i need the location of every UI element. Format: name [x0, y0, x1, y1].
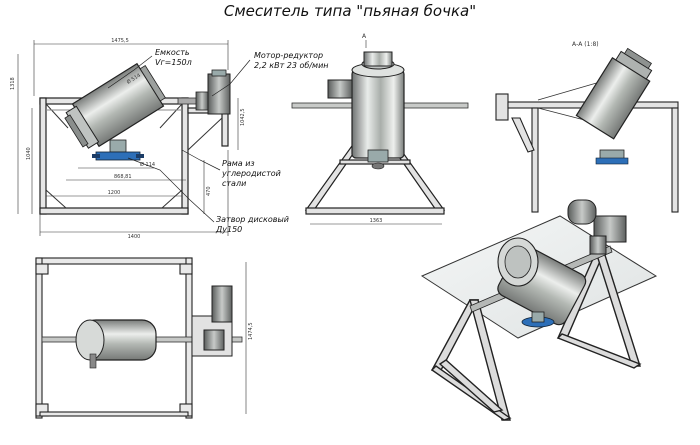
iso-motor — [567, 199, 627, 255]
iso-frame — [430, 251, 642, 421]
section-valve — [595, 149, 629, 165]
iso-barrel — [497, 237, 587, 326]
dim-base-total: 1400 — [128, 234, 141, 240]
label-valve-1: Затвор дисковый — [216, 215, 289, 224]
label-frame-1: Рама из — [222, 159, 255, 168]
front-motor — [207, 73, 231, 115]
front-barrel — [64, 62, 166, 149]
side-barrel — [327, 51, 405, 170]
front-valve — [92, 139, 144, 161]
label-motor-1: Мотор-редуктор — [254, 51, 323, 60]
dim-b: 868,81 — [114, 174, 132, 180]
label-valve-2: Ду150 — [215, 225, 242, 234]
label-capacity-2: Vг=150л — [155, 58, 192, 67]
section-barrel — [575, 47, 653, 140]
section-label: А-А (1:8) — [572, 41, 599, 48]
label-frame-3: стали — [222, 179, 246, 188]
dim-height: 1318 — [10, 77, 16, 90]
front-view: 1475,5 1318 1040 1042,5 470 Ø 514 Ø 114 … — [10, 38, 329, 240]
dim-plan-height: 1474,5 — [248, 323, 254, 341]
leader-lines — [107, 55, 251, 223]
dim-height-b: 1040 — [26, 147, 32, 160]
section-view: А-А (1:8) — [495, 41, 679, 213]
plan-view: 1474,5 — [35, 257, 254, 419]
plan-barrel — [75, 319, 157, 369]
label-capacity-1: Емкость — [155, 48, 190, 57]
dim-base: 1200 — [108, 190, 121, 196]
dim-height-d: 470 — [206, 186, 212, 196]
front-dimensions — [17, 40, 239, 236]
label-frame-2: углеродистой — [221, 169, 281, 178]
isometric-view — [420, 199, 658, 421]
side-dimensions — [310, 40, 442, 225]
label-motor-2: 2,2 кВт 23 об/мин — [254, 61, 329, 70]
iso-valve — [521, 311, 555, 328]
front-coupling — [195, 91, 209, 111]
side-view: А 1363 — [291, 33, 469, 225]
plan-motor — [191, 285, 233, 357]
dim-side-base: 1363 — [370, 218, 383, 224]
dim-a: Ø 114 — [140, 161, 155, 168]
front-frame-braces — [45, 103, 223, 209]
drawing-title: Смеситель типа "пьяная бочка" — [223, 2, 477, 20]
dim-height-c: 1042,5 — [240, 109, 246, 127]
dim-overall-width: 1475,5 — [111, 38, 129, 44]
cut-mark: А — [362, 33, 367, 40]
